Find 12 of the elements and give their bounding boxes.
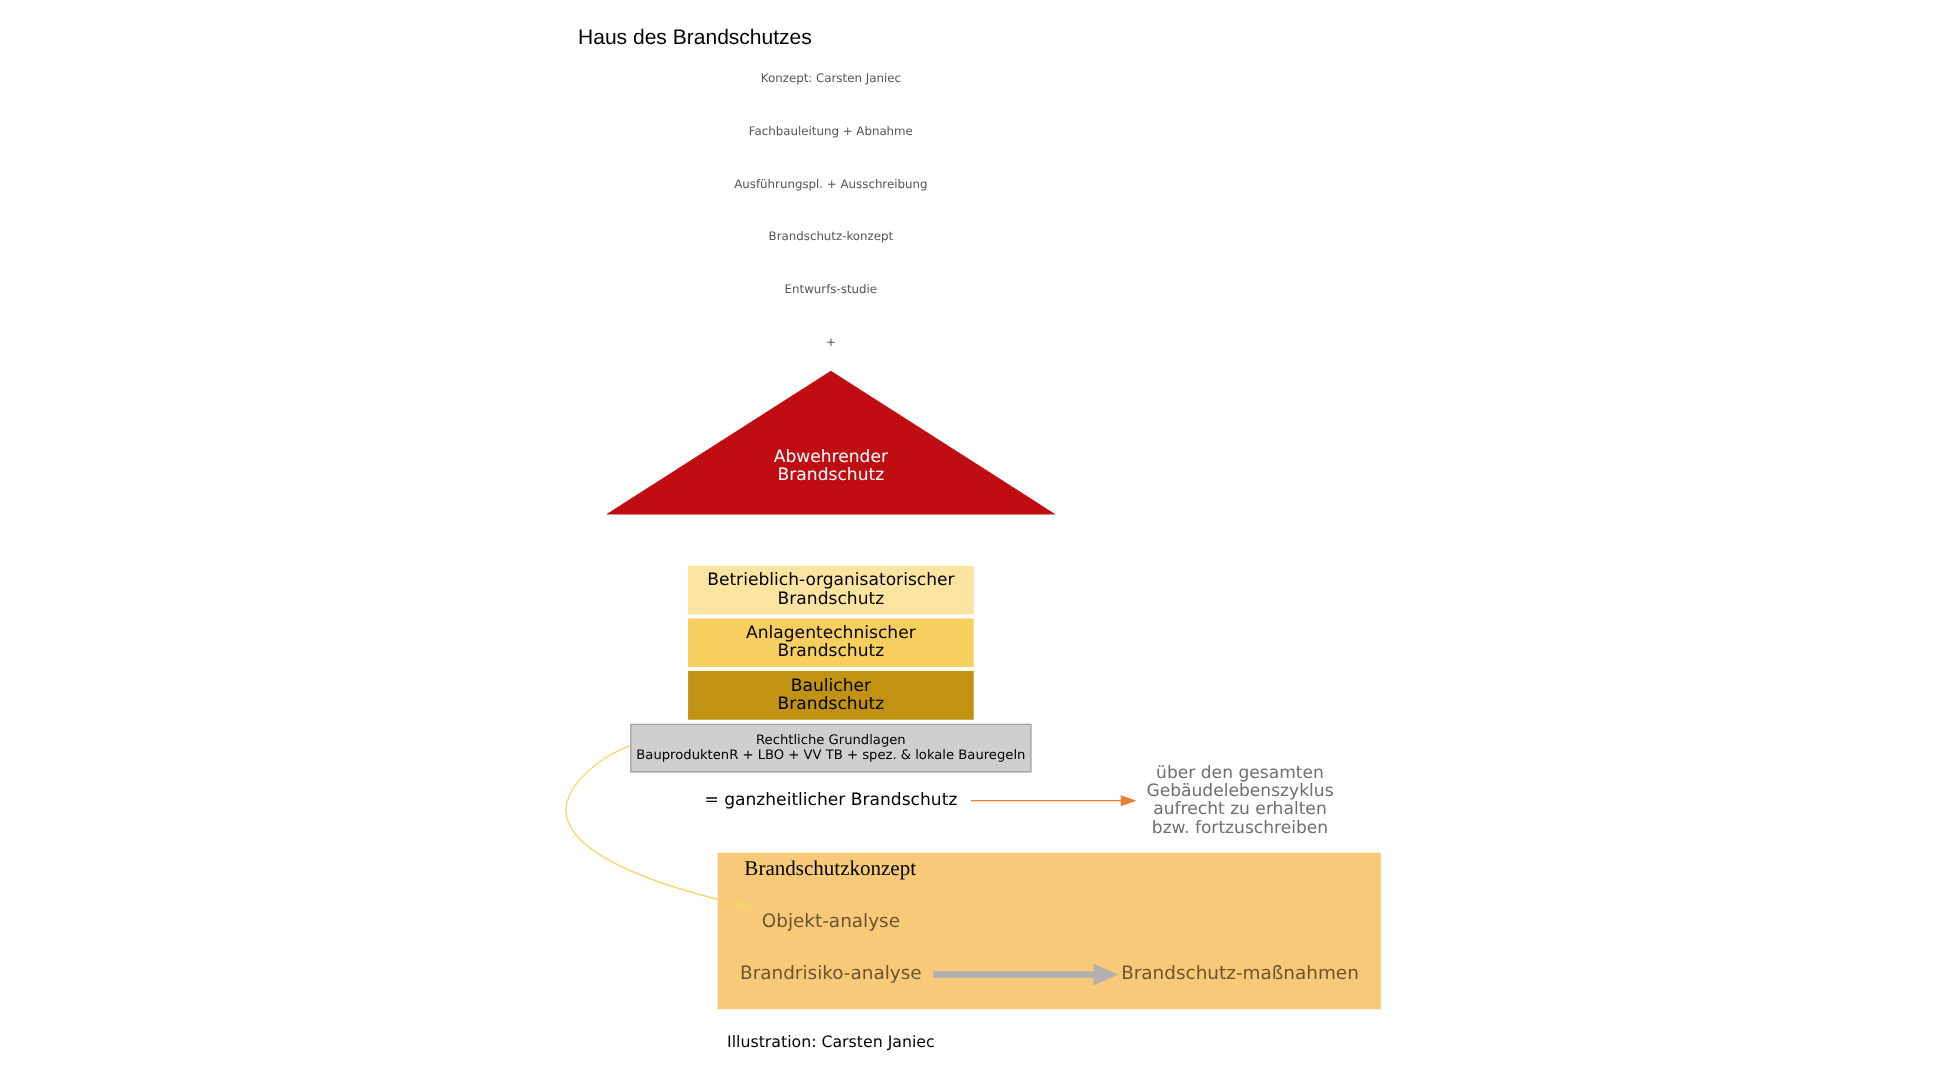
diagram-title: Haus des Brandschutzes [578, 25, 812, 50]
arrow [933, 963, 1119, 986]
node-box: Baulicher Brandschutz [688, 671, 974, 720]
node-text: Brandrisiko-analyse [740, 963, 922, 986]
arrow [565, 744, 754, 910]
node-box: Betrieblich-organisatorischer Brandschutz [688, 565, 974, 615]
node-box: Anlagentechnischer Brandschutz [688, 618, 974, 668]
node-text: = ganzheitlicher Brandschutz [704, 791, 958, 812]
node-text: über den gesamten Gebäudelebenszyklus aufrecht zu erhalten bzw. fortzuschreiben [1146, 763, 1334, 839]
arrow [970, 795, 1137, 807]
node-text: Brandschutz-maßnahmen [1121, 963, 1359, 986]
node-text: Objekt-analyse [761, 910, 901, 933]
